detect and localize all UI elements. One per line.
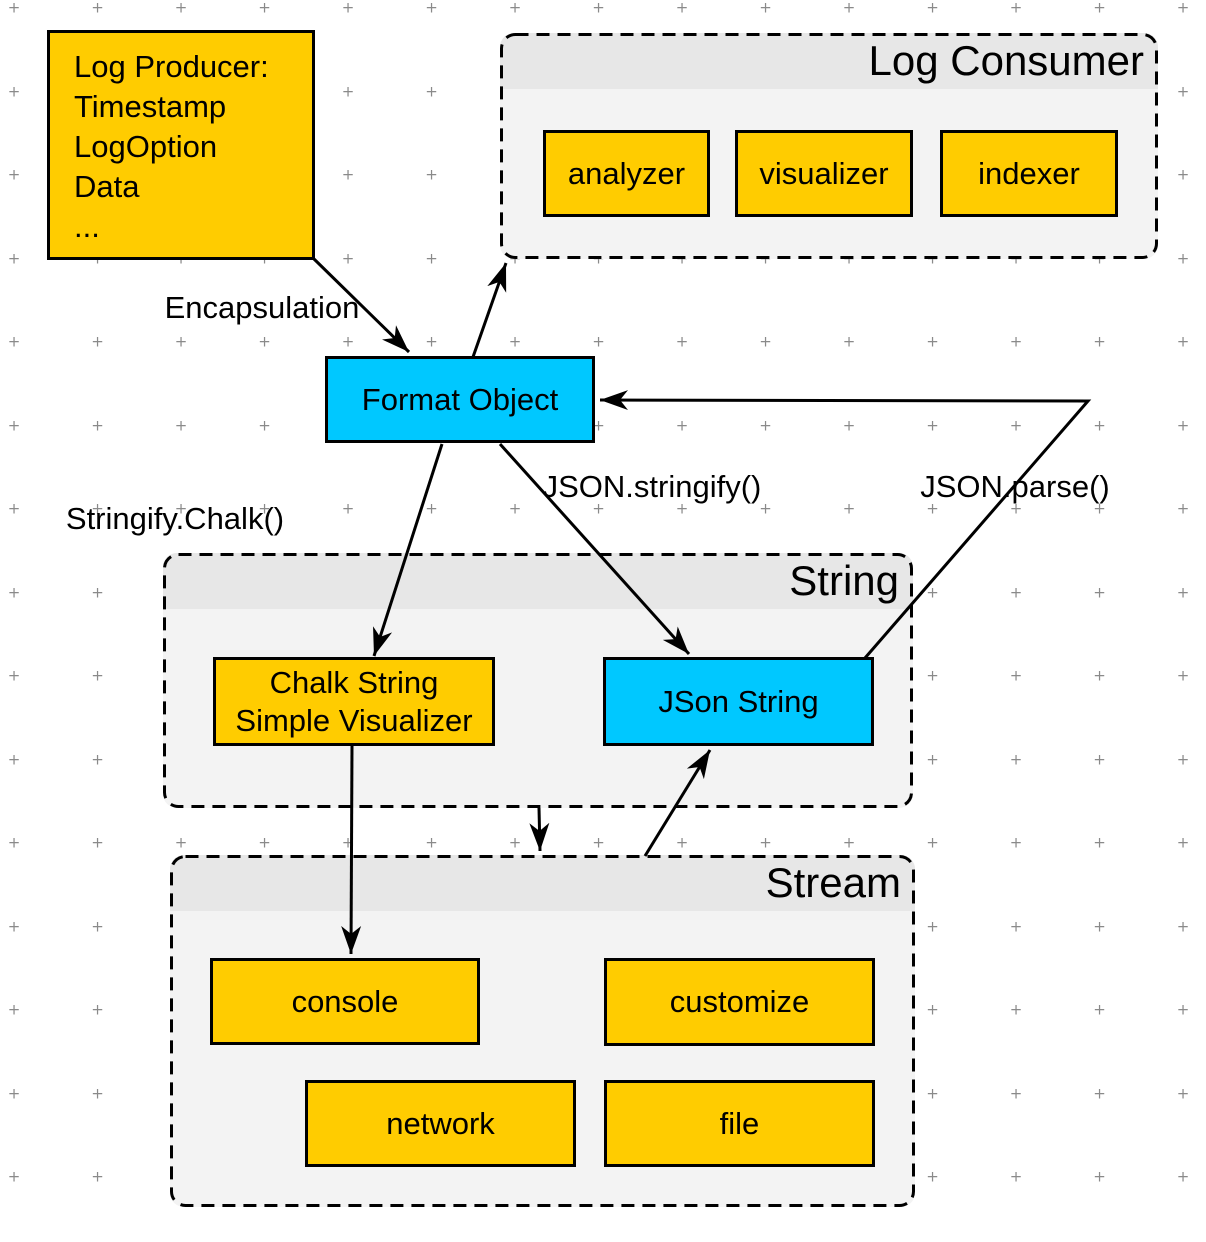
node-label: analyzer: [567, 155, 686, 191]
node-log-producer[interactable]: Log Producer: Timestamp LogOption Data .…: [47, 30, 315, 260]
node-analyzer[interactable]: analyzer: [543, 130, 710, 217]
node-line: ...: [74, 209, 100, 244]
group-title-log-consumer: Log Consumer: [868, 37, 1144, 84]
node-network[interactable]: network: [305, 1080, 576, 1167]
node-console[interactable]: console: [210, 958, 480, 1045]
node-visualizer[interactable]: visualizer: [735, 130, 913, 217]
node-chalk-string[interactable]: Chalk String Simple Visualizer: [213, 657, 495, 746]
node-line: Log Producer:: [74, 49, 269, 84]
node-customize[interactable]: customize: [604, 958, 875, 1046]
edge-label-stringify-chalk[interactable]: Stringify.Chalk(): [65, 501, 285, 536]
edge-label-json-parse[interactable]: JSON.parse(): [920, 469, 1110, 504]
node-label: Format Object: [361, 381, 559, 417]
edge-label-encapsulation[interactable]: Encapsulation: [164, 290, 360, 325]
node-label: file: [719, 1105, 760, 1141]
group-header: Log Consumer: [500, 33, 1158, 89]
node-line: Data: [74, 169, 140, 204]
node-line: Simple Visualizer: [235, 702, 473, 738]
group-title-string: String: [789, 557, 899, 604]
node-label: console: [291, 983, 399, 1019]
node-indexer[interactable]: indexer: [940, 130, 1118, 217]
node-line: Chalk String: [269, 664, 439, 700]
node-label: JSon String: [658, 683, 819, 719]
group-header: Stream: [170, 855, 915, 911]
node-json-string[interactable]: JSon String: [603, 657, 874, 746]
group-header: String: [163, 553, 913, 609]
node-line: Timestamp: [74, 89, 227, 124]
node-line: LogOption: [74, 129, 218, 164]
node-file[interactable]: file: [604, 1080, 875, 1167]
node-format-object[interactable]: Format Object: [325, 356, 595, 443]
edge-label-json-stringify[interactable]: JSON.stringify(): [542, 469, 762, 504]
node-label: customize: [669, 984, 810, 1019]
node-label: visualizer: [759, 155, 889, 191]
group-title-stream: Stream: [765, 859, 901, 906]
node-label: indexer: [978, 155, 1080, 191]
node-label: network: [386, 1105, 495, 1141]
